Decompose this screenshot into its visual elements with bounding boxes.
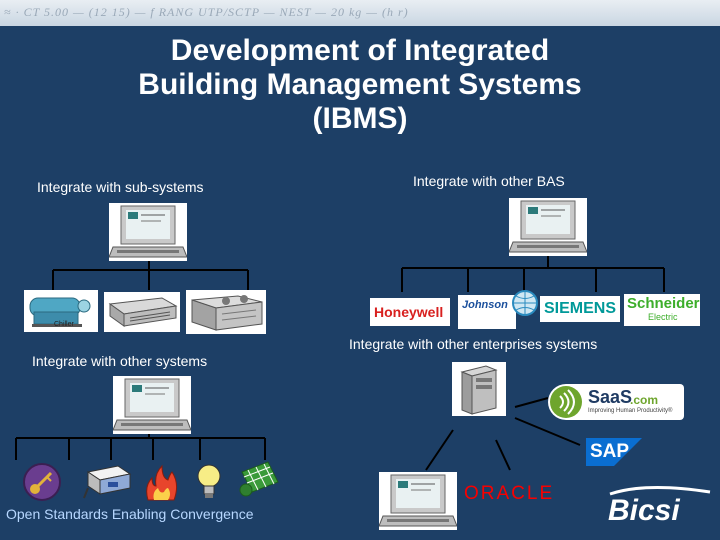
bicsi-swoosh-icon (609, 485, 711, 496)
server-image (452, 362, 506, 416)
globe-icon (512, 290, 538, 316)
computer-icon (113, 376, 191, 434)
footer-tagline: Open Standards Enabling Convergence (6, 506, 254, 522)
schneider-text: Schneider (627, 295, 700, 312)
page-title-line-1: Development of Integrated (170, 34, 550, 67)
saas-suffix-text: .com (630, 393, 659, 407)
rooftop-unit-icon (191, 295, 263, 331)
computer-icon (509, 198, 587, 256)
label-other-bas: Integrate with other BAS (413, 173, 565, 189)
computer-icon (379, 472, 457, 530)
key-icon (23, 463, 61, 501)
sap-badge-icon (586, 438, 642, 466)
globe-icon (510, 288, 540, 318)
siemens-logo: SIEMENS (540, 296, 620, 322)
chiller-icon (29, 297, 91, 327)
sap-logo: SAP (586, 438, 642, 466)
label-other-systems: Integrate with other systems (32, 353, 208, 369)
saas-text: SaaS (588, 387, 633, 407)
page-title: Development of Integrated Building Manag… (0, 34, 720, 136)
light-bulb-icon (197, 464, 221, 498)
fire-icon (146, 464, 178, 501)
page-title-line-2: Building Management Systems (138, 68, 582, 101)
schneider-logo: Schneider Electric (624, 294, 700, 326)
saas-tagline: Improving Human Productivity® (588, 408, 673, 414)
honeywell-logo: Honeywell (370, 298, 450, 326)
server-tower-icon (460, 365, 498, 415)
label-subsystems: Integrate with sub-systems (37, 179, 204, 195)
header-band-text: ≈ · CT 5.00 — (12 15) — f RANG UTP/SCTP … (4, 5, 409, 19)
saas-logo: SaaS .com Improving Human Productivity® (548, 384, 684, 420)
rooftop-unit-image (186, 290, 266, 334)
honeywell-text: Honeywell (374, 304, 444, 320)
header-band: ≈ · CT 5.00 — (12 15) — f RANG UTP/SCTP … (0, 0, 720, 26)
page-title-line-3: (IBMS) (312, 102, 408, 135)
chiller-image: Chiller (24, 290, 98, 332)
oracle-logo: ORACLE (462, 482, 574, 506)
siemens-text: SIEMENS (544, 300, 617, 317)
label-enterprises: Integrate with other enterprises systems (349, 336, 598, 352)
sap-text: SAP (590, 441, 630, 462)
chiller-caption: Chiller (54, 321, 74, 328)
fan-coil-icon (108, 297, 178, 327)
fan-coil-image (104, 292, 180, 332)
spreadsheet-icon (239, 461, 279, 497)
card-reader-icon (83, 465, 132, 499)
electric-text: Electric (648, 312, 678, 322)
oracle-text: ORACLE (464, 483, 555, 504)
bicsi-text: Bicsi (608, 494, 680, 527)
computer-icon (109, 203, 187, 261)
saas-badge-icon (550, 386, 582, 418)
johnson-text: Johnson (462, 299, 508, 311)
johnson-controls-logo: Johnson (458, 295, 516, 329)
bicsi-logo: Bicsi (606, 484, 716, 532)
